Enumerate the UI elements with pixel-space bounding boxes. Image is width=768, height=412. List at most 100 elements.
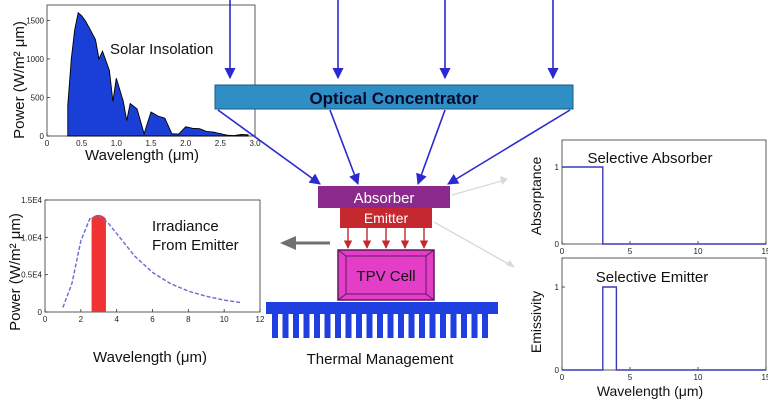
connector-arrows [433,176,515,268]
absorber-x-tick-label: 15 [762,247,768,256]
emitter-label: Emitter [364,210,409,226]
tpv-bevel [425,293,435,301]
emitter-y-tick-label: 1 [555,283,560,292]
emitter-title: Selective Emitter [596,269,709,286]
irradiance-pointer-arrow [280,236,330,250]
solar-x-tick-label: 0.5 [76,139,88,148]
irradiance-emitter-band [91,214,106,312]
solar-y-tick-label: 0 [40,132,45,141]
emitter-x-tick-label: 15 [762,373,768,382]
solar-ylabel: Power (W/m² μm) [11,21,28,139]
heat-sink-fin [440,314,446,338]
irradiance-x-tick-label: 12 [256,315,265,324]
heat-sink-fin [471,314,478,338]
irradiance-ylabel: Power (W/m² μm) [7,213,24,331]
concentrated-light-arrows [217,109,571,186]
absorber-block: Absorber [318,186,450,208]
heat-sink-fin [293,314,299,338]
solar-title: Solar Insolation [110,41,213,58]
solar-x-tick-label: 3.0 [249,139,261,148]
solar-y-tick-label: 500 [31,93,45,102]
absorber-label: Absorber [354,190,415,207]
heat-sink-fins [272,314,488,338]
irradiance-title-line1: Irradiance [152,218,219,235]
heat-sink-fin [450,314,457,338]
heat-sink-fin [408,314,415,338]
heat-sink-fin [356,314,362,338]
absorber-title: Selective Absorber [587,150,712,167]
tpv-cell-rect [337,249,435,301]
irradiance-x-tick-label: 10 [220,315,229,324]
emitter-y-tick-label: 0 [555,366,560,375]
heat-sink-fin [482,314,488,338]
heat-sink-fin [335,314,341,338]
emitter-block: Emitter [340,208,432,228]
heat-sink-fin [398,314,404,338]
irradiance-y-tick-label: 0.5E4 [21,271,42,280]
heat-sink-fin [429,314,436,338]
connector-absorber [451,179,506,196]
absorptance-line [562,166,766,245]
emission-arrows [343,228,429,249]
solar-x-tick-label: 1.5 [145,139,157,148]
heat-sink-fin [366,314,373,338]
solar-x-tick-label: 2.0 [180,139,192,148]
heat-sink-fin [272,314,278,338]
heat-sink-fin [345,314,352,338]
emitter-xlabel: Wavelength (μm) [597,383,703,399]
heat-sink-fin [282,314,289,338]
pointer-head [280,236,296,250]
irradiance-x-tick-label: 6 [150,315,155,324]
connector-emitter-head [506,260,515,268]
absorber-y-tick-label: 1 [555,163,560,172]
heat-sink-fin [324,314,331,338]
absorber-x-tick-label: 5 [628,247,633,256]
thermal-management-label: Thermal Management [307,351,455,368]
heat-sink-base [266,302,498,314]
irradiance-xlabel: Wavelength (μm) [93,349,207,366]
solar-xlabel: Wavelength (μm) [85,147,199,164]
emissivity-line [562,286,766,371]
tpv-cell: TPV Cell [337,249,435,301]
concentrated-arrow [217,109,321,185]
irradiance-x-tick-label: 0 [43,315,48,324]
irradiance-y-tick-label: 0 [38,308,43,317]
concentrated-arrow [416,109,446,186]
absorber-x-tick-label: 10 [694,247,703,256]
heat-sink-fin [303,314,310,338]
selective-emitter-chart: Emissivity 05101501 Selective Emitter Wa… [528,257,768,399]
emitter-ylabel: Emissivity [528,291,544,353]
irradiance-title-line2: From Emitter [152,237,239,254]
concentrator-bar [214,84,574,110]
absorber-ylabel: Absorptance [528,156,544,235]
emitter-x-tick-label: 5 [628,373,633,382]
tpv-bevel [425,249,435,257]
solar-y-tick-label: 1000 [26,55,44,64]
connector-absorber-head [500,176,508,185]
irradiance-y-tick-label: 1.5E4 [21,196,42,205]
tpv-cell-label: TPV Cell [356,268,415,285]
absorber-x-tick-label: 0 [560,247,565,256]
irradiance-curve [62,215,243,308]
solar-spectrum-area [67,11,249,137]
tpv-bevel [337,293,347,301]
absorber-y-tick-label: 0 [555,240,560,249]
heat-sink-fin [387,314,394,338]
sunlight-arrows [224,0,559,80]
heat-sink-fin [461,314,467,338]
tpv-cell-inner [345,255,427,295]
irradiance-axes-box [44,199,261,313]
optical-concentrator: Optical Concentrator [214,84,574,110]
irradiance-x-tick-label: 2 [79,315,84,324]
solar-x-tick-label: 0 [45,139,50,148]
concentrated-arrow [329,109,360,186]
absorber-rect [318,186,450,208]
concentrator-label: Optical Concentrator [309,89,478,108]
irradiance-x-tick-label: 8 [186,315,191,324]
concentrated-arrow [447,109,571,185]
connector-emitter [433,221,513,267]
selective-absorber-chart: Absorptance 0 5 10 15 0 1 Selective Absorber [528,139,768,256]
